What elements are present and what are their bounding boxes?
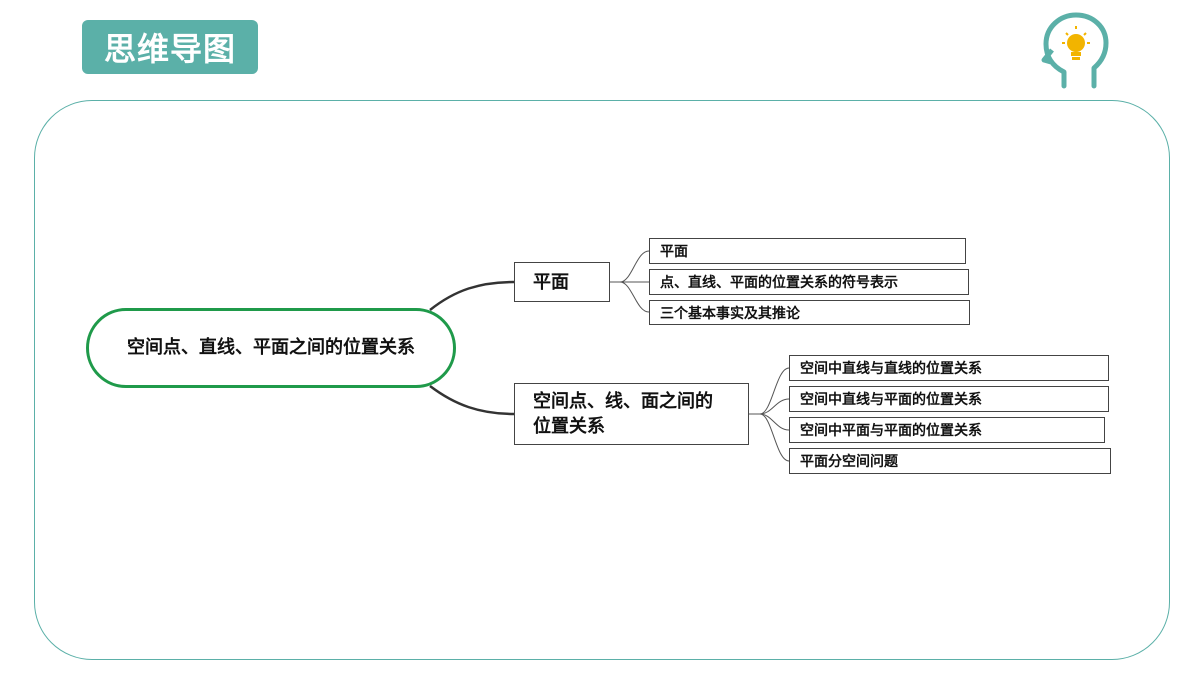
- leaf-plane: 平面: [649, 238, 966, 264]
- leaf-plane-plane: 空间中平面与平面的位置关系: [789, 417, 1105, 443]
- content-frame: [34, 100, 1170, 660]
- mindmap-root: 空间点、直线、平面之间的位置关系: [86, 308, 456, 388]
- branch-positional-relations: 空间点、线、面之间的位置关系: [514, 383, 749, 445]
- branch-plane: 平面: [514, 262, 610, 302]
- head-lightbulb-icon: [1041, 12, 1109, 89]
- leaf-line-plane: 空间中直线与平面的位置关系: [789, 386, 1109, 412]
- leaf-symbol-notation: 点、直线、平面的位置关系的符号表示: [649, 269, 969, 295]
- leaf-line-line: 空间中直线与直线的位置关系: [789, 355, 1109, 381]
- leaf-plane-divides-space: 平面分空间问题: [789, 448, 1111, 474]
- leaf-basic-facts: 三个基本事实及其推论: [649, 300, 970, 325]
- page-title: 思维导图: [82, 20, 258, 74]
